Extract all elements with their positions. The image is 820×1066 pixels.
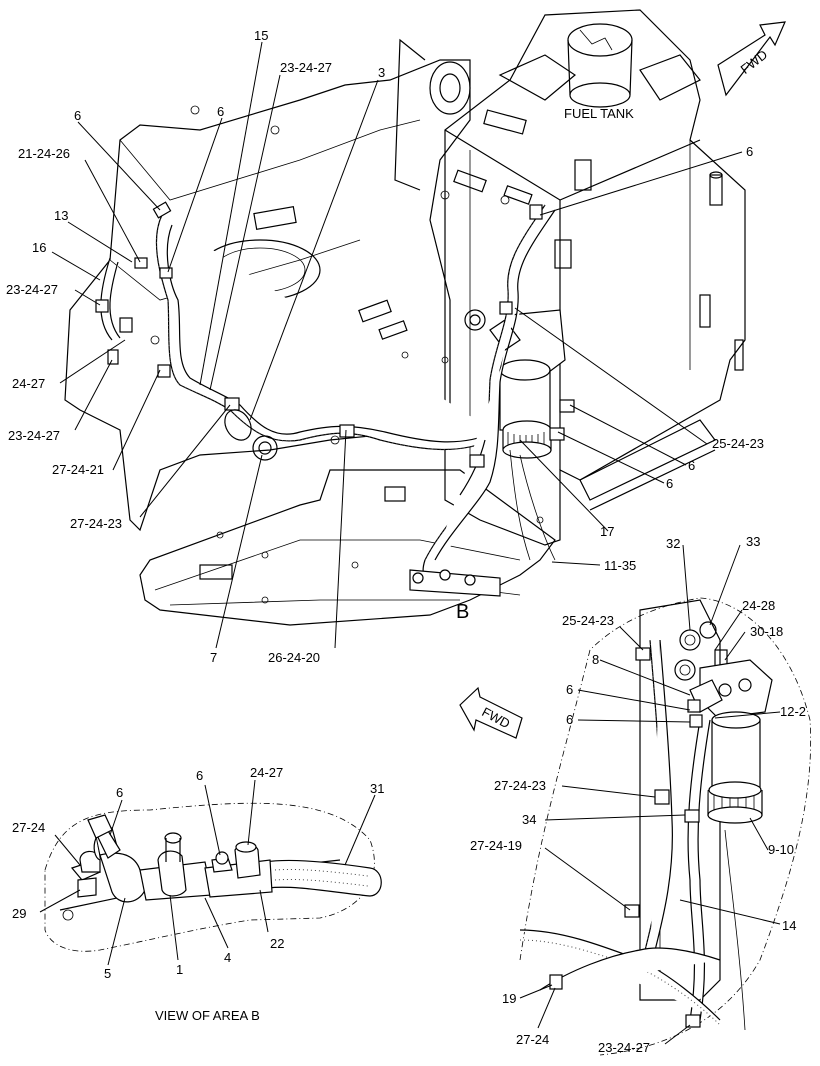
callout-8: 8 [592,652,599,667]
callout-19: 19 [502,991,516,1006]
area-b-label: B [456,601,469,623]
drawing-labels: FUEL TANK B VIEW OF AREA B [155,106,634,1023]
callout-32: 32 [666,536,680,551]
callout-24-27: 24-27 [250,765,283,780]
callout-6: 6 [666,476,673,491]
callout-17: 17 [600,524,614,539]
callout-12-2: 12-2 [780,704,806,719]
callout-6: 6 [688,458,695,473]
callout-25-24-23: 25-24-23 [712,436,764,451]
callout-27-24-23: 27-24-23 [494,778,546,793]
callout-4: 4 [224,950,231,965]
callout-7: 7 [210,650,217,665]
callout-14: 14 [782,918,796,933]
fwd-arrow-bottom-icon: FWD [459,686,523,739]
callouts-detail-area-b: 6 6 24-27 31 27-24 29 5 1 4 22 [12,765,384,981]
callout-6: 6 [566,712,573,727]
callout-23-24-27: 23-24-27 [8,428,60,443]
callout-13: 13 [54,208,68,223]
leader-lines [39,41,781,1045]
fuel-filter-main-drawing [464,309,566,459]
callouts-main-view: 15 23-24-27 3 6 6 21-24-26 13 16 23-24-2… [6,28,764,665]
callout-26-24-20: 26-24-20 [268,650,320,665]
callout-30-18: 30-18 [750,624,783,639]
callouts-detail-right: 32 33 24-28 30-18 25-24-23 8 6 6 12-2 27… [470,534,806,1055]
callout-6: 6 [74,108,81,123]
callout-24-27: 24-27 [12,376,45,391]
view-of-area-b-caption: VIEW OF AREA B [155,1008,260,1023]
callout-27-24: 27-24 [12,820,45,835]
callout-29: 29 [12,906,26,921]
callout-6: 6 [566,682,573,697]
detail-area-b-drawing [44,802,382,952]
detail-right-drawing [519,597,811,1056]
fwd-arrow-top-icon: FWD [717,21,786,97]
callout-31: 31 [370,781,384,796]
callout-22: 22 [270,936,284,951]
callout-25-24-23: 25-24-23 [562,613,614,628]
callout-6: 6 [217,104,224,119]
callout-27-24-23: 27-24-23 [70,516,122,531]
callout-5: 5 [104,966,111,981]
callout-6: 6 [746,144,753,159]
callout-3: 3 [378,65,385,80]
callout-23-24-27: 23-24-27 [6,282,58,297]
callout-1: 1 [176,962,183,977]
callout-23-24-27: 23-24-27 [280,60,332,75]
callout-9-10: 9-10 [768,842,794,857]
callout-27-24-19: 27-24-19 [470,838,522,853]
callout-27-24: 27-24 [516,1032,549,1047]
fuel-tank-label: FUEL TANK [564,106,634,121]
callout-21-24-26: 21-24-26 [18,146,70,161]
main-hose-routing [95,201,575,597]
callout-24-28: 24-28 [742,598,775,613]
callout-16: 16 [32,240,46,255]
callout-6: 6 [116,785,123,800]
callout-23-24-27: 23-24-27 [598,1040,650,1055]
callout-6: 6 [196,768,203,783]
callout-15: 15 [254,28,268,43]
callout-34: 34 [522,812,536,827]
callout-33: 33 [746,534,760,549]
fuel-tank-drawing [440,9,746,546]
callout-11-35: 11-35 [604,558,636,573]
callout-27-24-21: 27-24-21 [52,462,104,477]
